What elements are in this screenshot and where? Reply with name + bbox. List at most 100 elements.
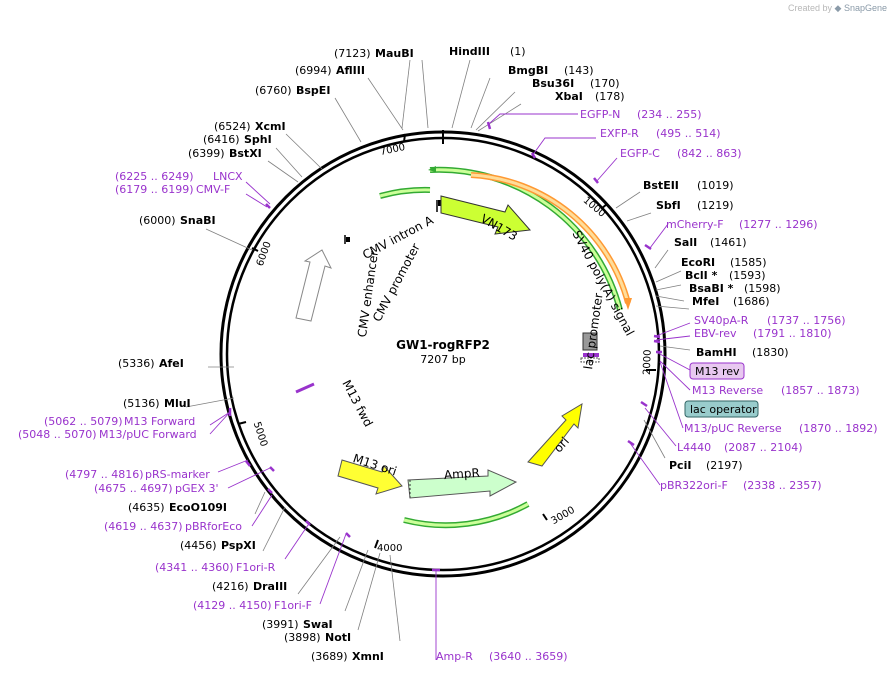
scale-tick-4000: 4000	[377, 543, 402, 554]
site-sbfi-name: SbfI	[656, 199, 681, 212]
primer-m13-puc-forward-range: (5048 .. 5070)	[18, 428, 97, 441]
site-bamhi-name: BamHI	[696, 346, 737, 359]
site-pspxi-pos: (4456)	[180, 539, 217, 552]
lac-operator-marker	[580, 357, 600, 363]
site-bstxi-pos: (6399)	[188, 147, 225, 160]
primer-egfp-n-range: (234 .. 255)	[637, 108, 702, 121]
primer-leader-lines	[209, 113, 691, 660]
m13-rev-label-box	[689, 362, 745, 380]
site-sali-name: SalI	[674, 236, 697, 249]
primer-pbr322ori-f-name: pBR322ori-F	[660, 479, 728, 492]
site-bstxi-name: BstXI	[229, 147, 262, 160]
site-mlui-pos: (5136)	[123, 397, 160, 410]
ori-arrow	[527, 403, 583, 467]
green-arc-bottom-fill	[403, 502, 529, 527]
site-mfei-pos: (1686)	[733, 295, 770, 308]
site-sphi-pos: (6416)	[203, 133, 240, 146]
primer-sv40pa-r-name: SV40pA-R	[694, 314, 749, 327]
scale-tick-2000: 2000	[642, 349, 654, 375]
plasmid-size: 7207 bp	[420, 353, 465, 366]
primer-m13-puc-reverse-name: M13/pUC Reverse	[684, 422, 782, 435]
scale-tick-5000: 5000	[251, 421, 269, 449]
primer-m13-puc-reverse-range: (1870 .. 1892)	[799, 422, 878, 435]
site-xbai-name: XbaI	[555, 90, 583, 103]
site-bmgbi-name: BmgBI	[508, 64, 548, 77]
scale-tick-marks	[237, 130, 656, 549]
site-snabi-name: SnaBI	[180, 214, 216, 227]
primer-m13-puc-forward-name: M13/pUC Forward	[99, 428, 197, 441]
site-bcli-pos: (1593)	[729, 269, 766, 282]
primer-lncx-name: LNCX	[213, 170, 243, 183]
feature-ampr: AmpR	[443, 466, 480, 482]
primer-m13-forward-range: (5062 .. 5079)	[44, 415, 123, 428]
site-noti-name: NotI	[325, 631, 351, 644]
m13-fwd-marker	[295, 382, 315, 394]
site-ecori-pos: (1585)	[730, 256, 767, 269]
site-bcli-name: BclI *	[685, 269, 718, 282]
site-bamhi-pos: (1830)	[752, 346, 789, 359]
feature-cmv-enhancer: CMV enhancer	[355, 250, 381, 338]
primer-amp-r-name: Amp-R	[436, 650, 473, 663]
primer-f1ori-r-name: F1ori-R	[236, 561, 276, 574]
primer-exfp-r-range: (495 .. 514)	[656, 127, 721, 140]
primer-egfp-c-range: (842 .. 863)	[677, 147, 742, 160]
primer-lncx-range: (6225 .. 6249)	[115, 170, 194, 183]
site-afliii-pos: (6994)	[295, 64, 332, 77]
credit-prefix: Created by	[787, 3, 832, 13]
site-bspei-pos: (6760)	[255, 84, 292, 97]
green-arc-short-fill	[379, 188, 431, 198]
snapgene-logo-icon: ◆	[834, 3, 842, 13]
site-sbfi-pos: (1219)	[697, 199, 734, 212]
plasmid-name: GW1-rogRFP2	[396, 338, 490, 352]
primer-m13-reverse-range: (1857 .. 1873)	[781, 384, 860, 397]
site-mfei-name: MfeI	[692, 295, 719, 308]
site-bsteii-name: BstEII	[643, 179, 679, 192]
primer-pbrforeco-name: pBRforEco	[185, 520, 242, 533]
m13-rev-label: M13 rev	[695, 365, 740, 378]
site-pspxi-name: PspXI	[221, 539, 256, 552]
site-noti-pos: (3898)	[284, 631, 321, 644]
primer-ebv-rev-range: (1791 .. 1810)	[753, 327, 832, 340]
primer-prs-marker-range: (4797 .. 4816)	[65, 468, 144, 481]
vn173-arrow	[440, 195, 532, 235]
feature-lac-promoter: lac promoter	[581, 292, 606, 370]
credit-brand: SnapGene	[843, 3, 887, 13]
feature-m13-fwd: M13 fwd	[339, 378, 375, 430]
primer-exfp-r-name: EXFP-R	[600, 127, 639, 140]
green-arc-outer-fill	[429, 168, 622, 311]
site-xcmi-pos: (6524)	[214, 120, 251, 133]
primer-m13-reverse-name: M13 Reverse	[692, 384, 763, 397]
primer-f1ori-f-name: F1ori-F	[274, 599, 312, 612]
primer-mcherry-f-range: (1277 .. 1296)	[739, 218, 818, 231]
site-swai-name: SwaI	[303, 618, 333, 631]
site-maubi-pos: (7123)	[334, 47, 371, 60]
snapgene-credit: Created by ◆ SnapGene	[788, 3, 887, 14]
primer-sv40pa-r-range: (1737 .. 1756)	[767, 314, 846, 327]
site-hindiii-pos: (1)	[510, 45, 526, 58]
site-ecoo109i-pos: (4635)	[128, 501, 165, 514]
lac-operator-label-box	[684, 400, 759, 418]
lac-operator-label: lac operator	[690, 403, 757, 416]
primer-amp-r-range: (3640 .. 3659)	[489, 650, 568, 663]
site-mlui-name: MluI	[164, 397, 191, 410]
orange-arc-head	[624, 298, 632, 310]
primer-egfp-n-name: EGFP-N	[580, 108, 620, 121]
site-hindiii-name: HindIII	[449, 45, 490, 58]
site-xbai-pos: (178)	[595, 90, 625, 103]
site-maubi-name: MauBI	[375, 47, 414, 60]
primer-ebv-rev-name: EBV-rev	[694, 327, 737, 340]
site-sphi-name: SphI	[244, 133, 272, 146]
site-leader-lines	[185, 59, 691, 642]
cmv-enhancer-arrow	[295, 249, 332, 322]
m13-ori-arrow	[337, 459, 403, 495]
primer-l4440-name: L4440	[677, 441, 711, 454]
ampr-arrow	[407, 469, 518, 499]
site-xcmi-name: XcmI	[255, 120, 286, 133]
site-pcii-pos: (2197)	[706, 459, 743, 472]
primer-f1ori-f-range: (4129 .. 4150)	[193, 599, 272, 612]
site-draiii-pos: (4216)	[212, 580, 249, 593]
site-ecoo109i-name: EcoO109I	[169, 501, 227, 514]
primer-prs-marker-name: pRS-marker	[145, 468, 210, 481]
site-afliii-name: AflIII	[336, 64, 365, 77]
site-ecori-name: EcoRI	[681, 256, 715, 269]
